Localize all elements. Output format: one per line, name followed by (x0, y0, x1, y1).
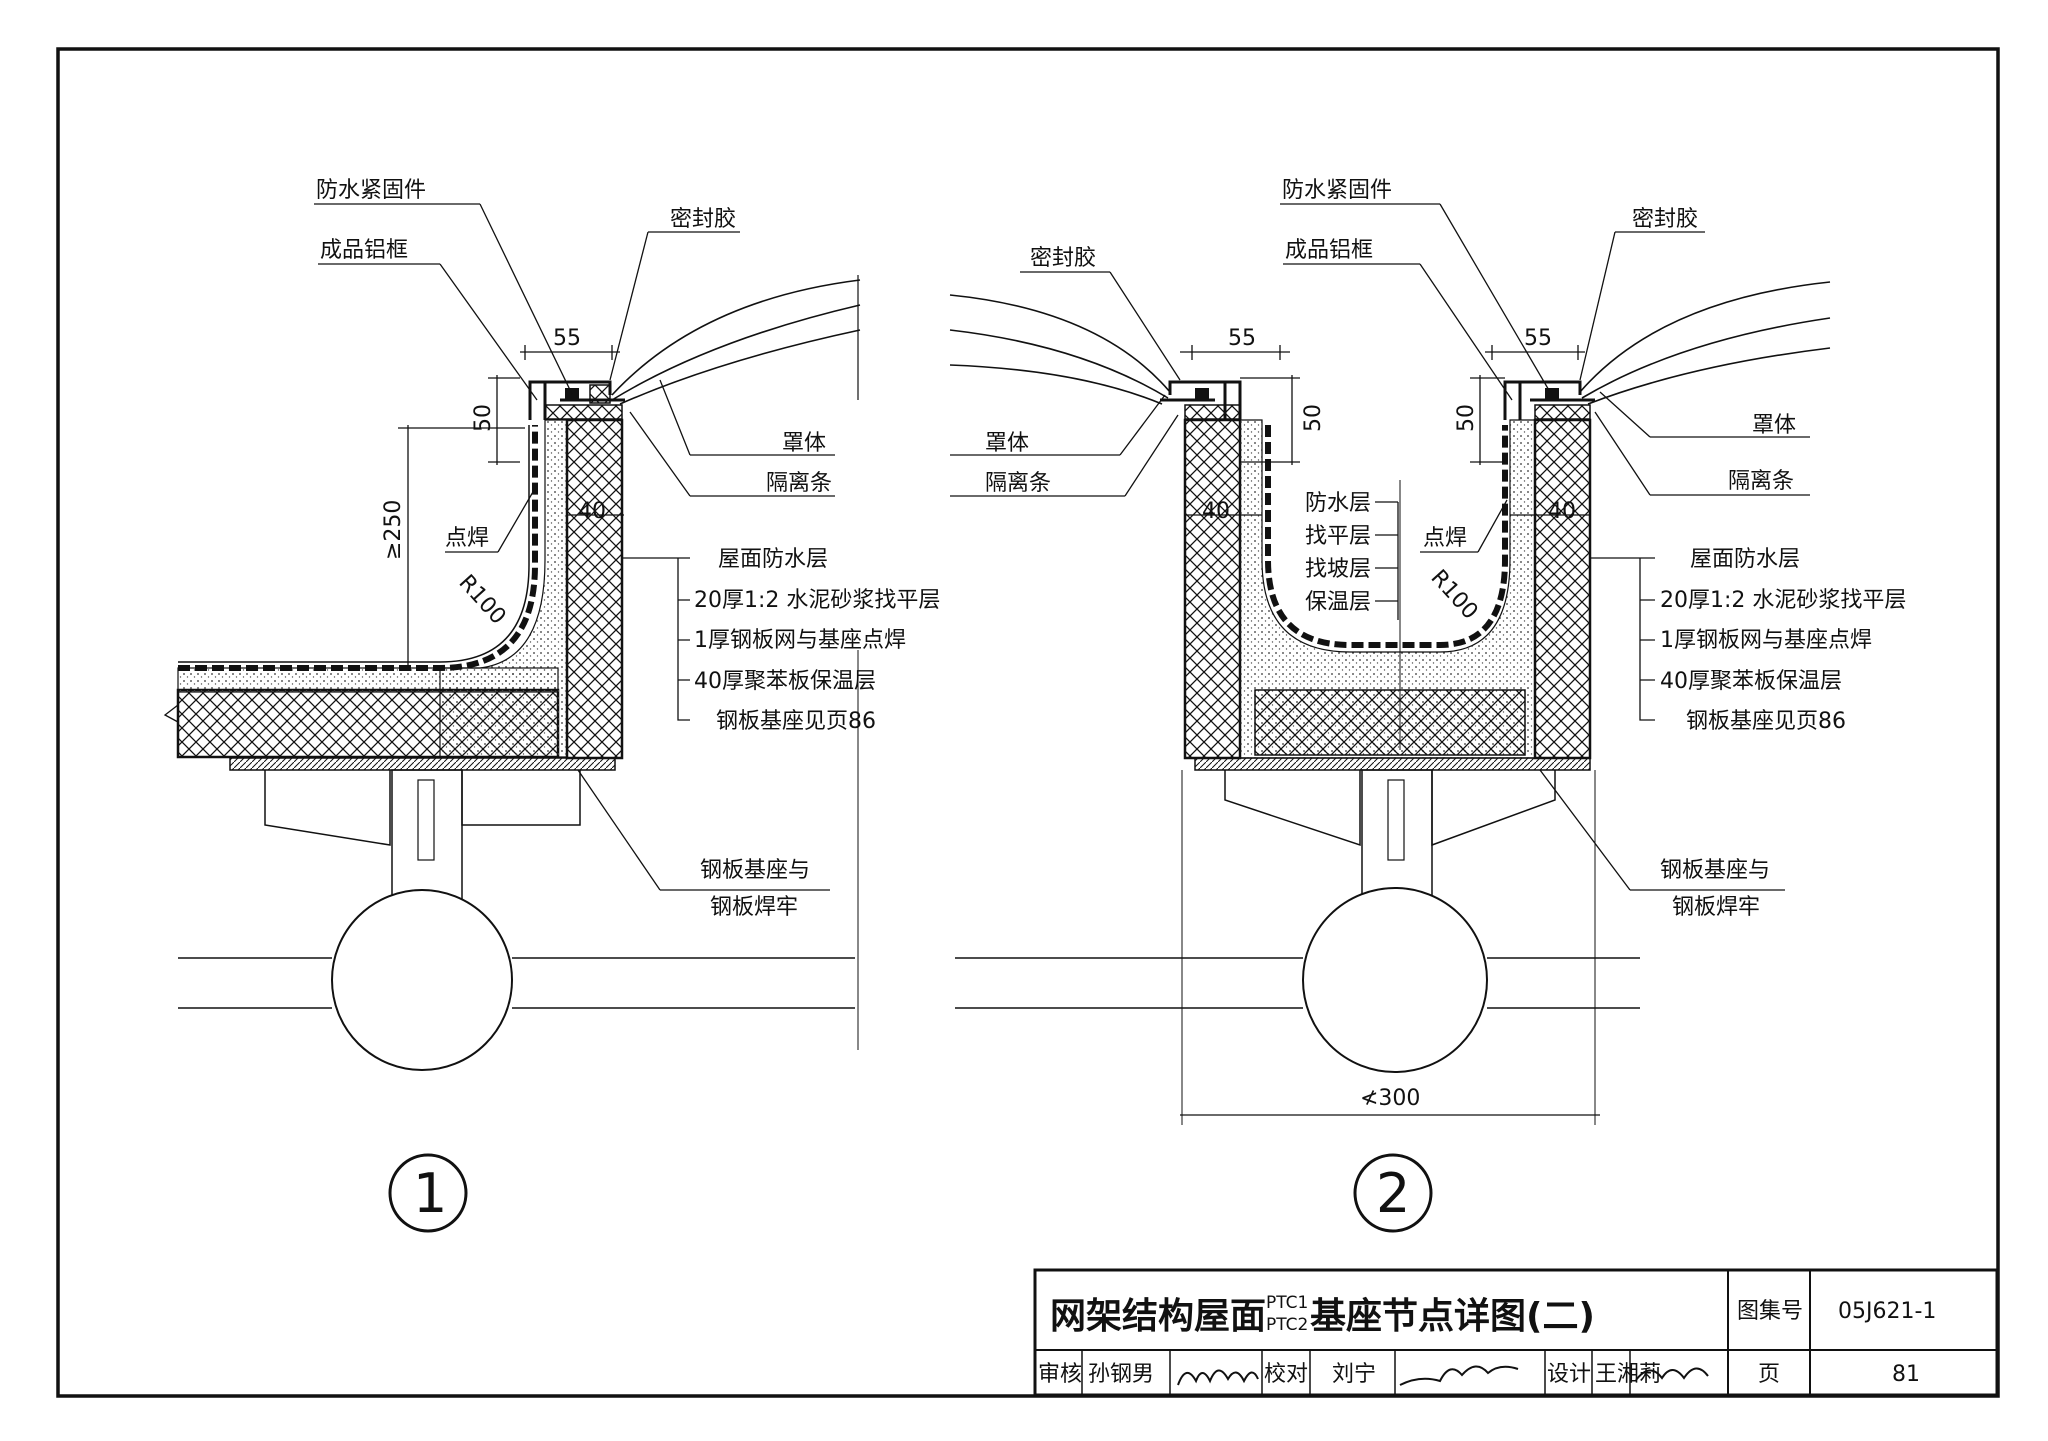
bracket-2 (1224, 770, 1556, 847)
layer-3-1: 1厚钢板网与基座点焊 (694, 628, 906, 653)
dome-1 (611, 279, 861, 405)
layer-4-2: 40厚聚苯板保温层 (1660, 669, 1842, 694)
right-wall-insulation-2 (1533, 418, 1592, 760)
inner-layer-2-2: 找平层 (1305, 524, 1371, 549)
layer-4-1: 40厚聚苯板保温层 (694, 669, 876, 694)
check-label: 校对 (1264, 1362, 1308, 1387)
ball-node-2 (1302, 887, 1488, 1073)
sheet-border (56, 47, 2000, 1398)
detail-number-circle-1 (388, 1153, 468, 1233)
detail-1: 55 50 ≥250 40 R100 防水紧固件 成品铝框 密封胶 罩体 隔离条… (163, 178, 940, 1233)
inner-layer-1-2: 防水层 (1305, 491, 1371, 516)
layer-1-1: 屋面防水层 (718, 547, 828, 572)
dome-2-right (1579, 281, 1831, 405)
inner-layer-3-2: 找坡层 (1305, 557, 1371, 582)
label-cover-1: 罩体 (782, 431, 826, 456)
page-label: 页 (1758, 1362, 1780, 1387)
detail-2: 55 55 50 50 40 40 R100 ≮300 密封胶 罩体 隔离条 (949, 178, 1906, 1233)
ball-node-1 (331, 889, 513, 1071)
dim-55-2-right: 55 (1524, 326, 1552, 351)
truss-lines-1 (178, 957, 855, 1009)
dome-2-left (949, 294, 1171, 405)
label-sealant-2-right: 密封胶 (1632, 207, 1698, 232)
alu-frame-2-right (1503, 380, 1595, 420)
designer-signature (1635, 1367, 1709, 1381)
upstand-screed-1 (439, 419, 568, 758)
steel-base-plate-1 (229, 757, 616, 771)
title-block: 网架结构屋面 PTC1 PTC2 基座节点详图(二) 图集号 05J621-1 … (1033, 1268, 1999, 1397)
label-separator-2-right: 隔离条 (1728, 469, 1794, 494)
dim-50-2-right: 50 (1454, 404, 1479, 432)
label-separator-2-left: 隔离条 (985, 471, 1051, 496)
bracket-1 (264, 770, 581, 846)
label-spot-weld-1: 点焊 (445, 526, 489, 551)
inner-insulation-2 (1254, 689, 1526, 756)
dim-40-2-right: 40 (1548, 499, 1576, 524)
dim-300-2: ≮300 (1360, 1086, 1420, 1111)
detail-number-1: 1 (413, 1162, 447, 1225)
label-waterproof-fastener-1: 防水紧固件 (316, 178, 426, 203)
label-sealant-2-left: 密封胶 (1030, 246, 1096, 271)
upstand-insulation-1 (565, 418, 624, 760)
page-number: 81 (1892, 1362, 1920, 1387)
weld-note-2-line2: 钢板焊牢 (1672, 895, 1760, 920)
column-1 (391, 769, 463, 901)
detail-number-circle-2 (1353, 1153, 1433, 1233)
layer-3-2: 1厚钢板网与基座点焊 (1660, 628, 1872, 653)
inner-layer-4-2: 保温层 (1305, 590, 1371, 615)
layer-5-2: 钢板基座见页86 (1686, 709, 1846, 734)
title-tail: 基座节点详图(二) (1310, 1296, 1595, 1337)
dim-55-1: 55 (553, 326, 581, 351)
reviewer-name: 孙钢男 (1088, 1362, 1154, 1387)
layer-5-1: 钢板基座见页86 (716, 709, 876, 734)
label-aluminum-frame-1: 成品铝框 (320, 238, 408, 263)
label-separator-1: 隔离条 (766, 471, 832, 496)
dim-55-2-left: 55 (1228, 326, 1256, 351)
weld-note-1-line1: 钢板基座与 (700, 858, 810, 883)
radius-label-1: R100 (454, 570, 511, 629)
truss-lines-2 (955, 957, 1640, 1009)
label-cover-2-right: 罩体 (1752, 413, 1796, 438)
title-main: 网架结构屋面 (1050, 1296, 1266, 1337)
detail-number-2: 2 (1376, 1162, 1410, 1225)
column-2 (1361, 769, 1433, 901)
dim-40-2-left: 40 (1202, 499, 1230, 524)
label-waterproof-fastener-2: 防水紧固件 (1282, 178, 1392, 203)
title-sub-top: PTC1 (1266, 1293, 1308, 1313)
atlas-number: 05J621-1 (1838, 1299, 1936, 1324)
checker-signature (1399, 1365, 1519, 1386)
checker-name: 刘宁 (1332, 1362, 1376, 1387)
layer-2-2: 20厚1:2 水泥砂浆找平层 (1660, 588, 1906, 613)
dim-250-1: ≥250 (381, 500, 406, 560)
membrane-1 (178, 425, 538, 671)
dim-50-2-left: 50 (1301, 404, 1326, 432)
dim-40-1: 40 (578, 499, 606, 524)
label-spot-weld-2: 点焊 (1423, 526, 1467, 551)
label-sealant-1: 密封胶 (670, 207, 736, 232)
dim-50-1: 50 (471, 404, 496, 432)
steel-base-plate-2 (1194, 757, 1591, 771)
designer-name: 王湘莉 (1595, 1362, 1661, 1387)
title-sub-bottom: PTC2 (1266, 1315, 1308, 1335)
weld-note-2-line1: 钢板基座与 (1660, 858, 1770, 883)
label-cover-2-left: 罩体 (985, 431, 1029, 456)
label-aluminum-frame-2: 成品铝框 (1285, 238, 1373, 263)
design-label: 设计 (1547, 1362, 1591, 1387)
weld-note-1-line2: 钢板焊牢 (710, 895, 798, 920)
membrane-2 (1265, 425, 1508, 648)
atlas-label: 图集号 (1737, 1299, 1803, 1324)
radius-label-2: R100 (1426, 565, 1483, 624)
layer-2-1: 20厚1:2 水泥砂浆找平层 (694, 588, 940, 613)
reviewer-signature (1177, 1369, 1259, 1386)
left-wall-insulation-2 (1183, 418, 1242, 760)
layer-1-2: 屋面防水层 (1690, 547, 1800, 572)
inner-screed-2 (1239, 419, 1536, 759)
review-label: 审核 (1038, 1362, 1082, 1387)
